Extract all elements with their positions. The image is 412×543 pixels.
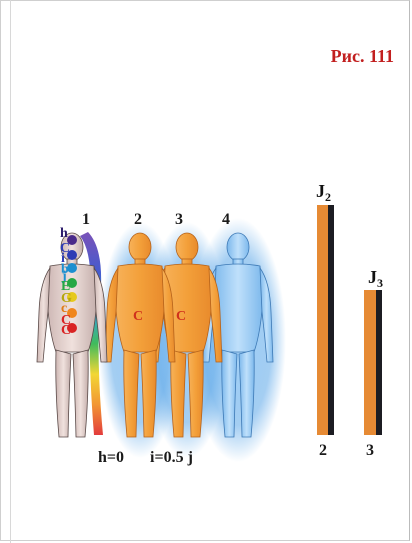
bar-2-label: J2 <box>316 181 331 204</box>
caption-i: i=0.5 j <box>150 449 193 466</box>
figure-number: 2 <box>134 211 142 228</box>
bar-2 <box>317 205 334 435</box>
bar-3-label: J3 <box>368 267 383 290</box>
bar-3-number: 3 <box>366 442 374 459</box>
figure-number: 1 <box>82 211 90 228</box>
figure-number: 3 <box>175 211 183 228</box>
caption-h: h=0 <box>98 449 124 466</box>
bar-2-number: 2 <box>319 442 327 459</box>
chakra-letter: h <box>60 226 68 241</box>
body-letter: C <box>133 309 143 324</box>
body-letter: C <box>176 309 186 324</box>
chakra-letter: C <box>61 323 71 338</box>
bar-3 <box>364 290 382 435</box>
figure-number: 4 <box>222 211 230 228</box>
